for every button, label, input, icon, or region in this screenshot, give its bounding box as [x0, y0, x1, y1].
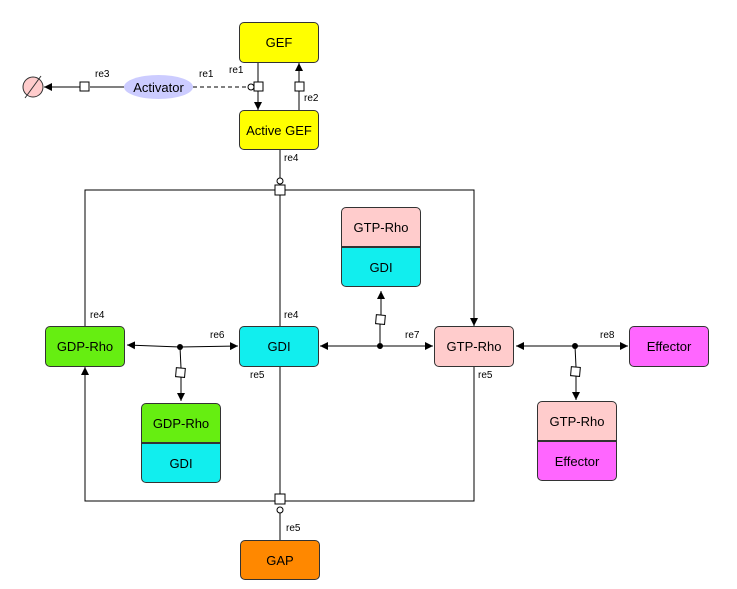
complex-gtp-rho-gdi-bottom[interactable]: GDI — [341, 247, 421, 287]
reaction-label-re4-mid: re4 — [284, 310, 299, 321]
edge-re5 — [81, 367, 475, 505]
complex-gtp-rho-gdi-top[interactable]: GTP-Rho — [341, 207, 421, 247]
reaction-label-re3: re3 — [95, 69, 110, 80]
complex-gdp-rho-gdi-top[interactable]: GDP-Rho — [141, 403, 221, 443]
activator-node[interactable]: Activator — [124, 75, 193, 99]
edge-re1-catalysis — [193, 83, 255, 91]
reaction-label-re4-left: re4 — [90, 310, 105, 321]
effector-node[interactable]: Effector — [629, 326, 709, 367]
reaction-label-re5-mid: re5 — [250, 370, 265, 381]
edge-re6 — [126, 341, 239, 401]
gef-node[interactable]: GEF — [239, 22, 319, 63]
reaction-label-re6: re6 — [210, 330, 225, 341]
complex-gdp-rho-gdi-bottom[interactable]: GDI — [141, 443, 221, 483]
gap-node[interactable]: GAP — [240, 540, 320, 580]
edge-re1 — [253, 63, 264, 110]
reaction-label-re1: re1 — [199, 69, 214, 80]
complex-gtp-rho-effector-bottom[interactable]: Effector — [537, 441, 617, 481]
reaction-label-re5-right: re5 — [478, 370, 493, 381]
edge-re5-catalysis — [276, 506, 284, 540]
complex-gtp-rho-effector-top[interactable]: GTP-Rho — [537, 401, 617, 441]
edge-re7 — [320, 291, 433, 350]
gdi-node[interactable]: GDI — [239, 326, 319, 367]
reaction-label-re1b: re1 — [229, 65, 244, 76]
gtp-rho-node[interactable]: GTP-Rho — [434, 326, 514, 367]
edge-re3 — [44, 81, 125, 92]
edge-re8 — [516, 342, 628, 400]
reaction-label-re8: re8 — [600, 330, 615, 341]
gdp-rho-node[interactable]: GDP-Rho — [45, 326, 125, 367]
active-gef-node[interactable]: Active GEF — [239, 110, 319, 150]
edge-re4-catalysis — [276, 150, 284, 185]
edge-re4 — [84, 184, 478, 326]
reaction-label-re4-top: re4 — [284, 153, 299, 164]
reaction-label-re2: re2 — [304, 93, 319, 104]
reaction-label-re7: re7 — [405, 330, 420, 341]
degradation-symbol — [22, 75, 44, 99]
edge-re2 — [294, 63, 305, 110]
reaction-label-re5-bottom: re5 — [286, 523, 301, 534]
